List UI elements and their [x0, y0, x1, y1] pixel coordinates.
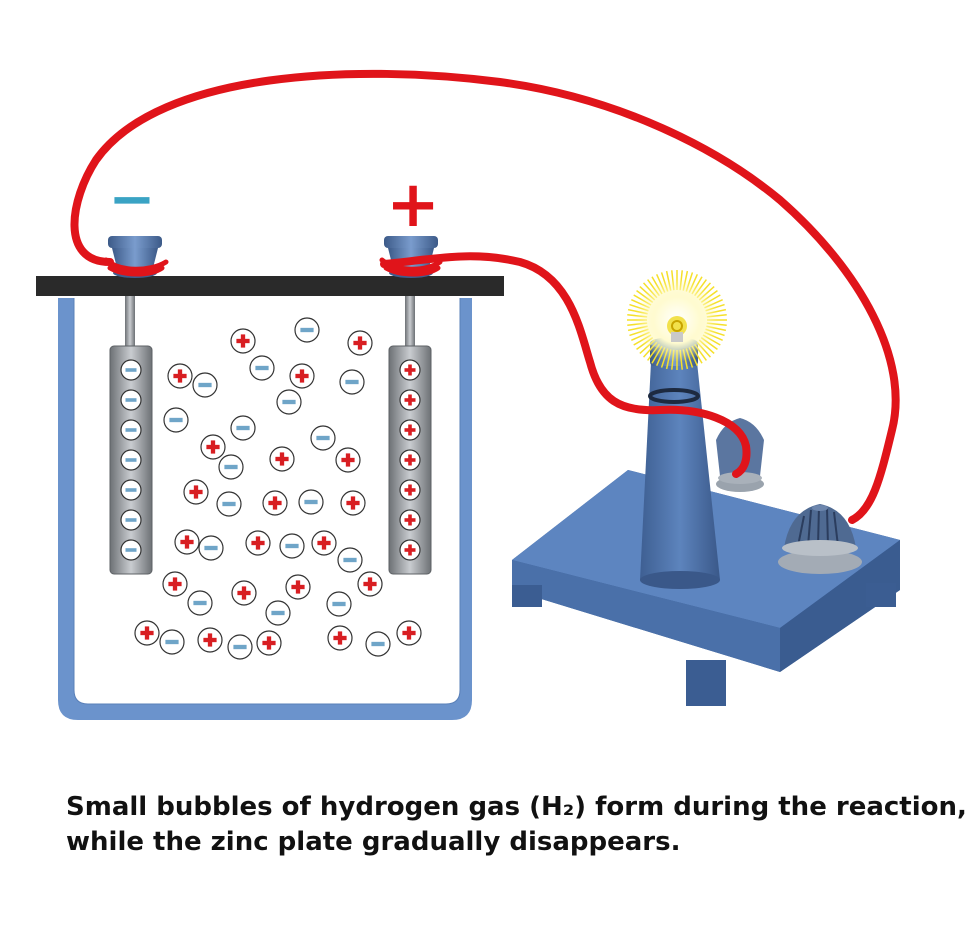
negative-rod: [125, 296, 135, 352]
negative-ion: [227, 634, 253, 660]
positive-ion: [327, 625, 353, 651]
positive-ion: [340, 490, 366, 516]
positive-ion: [256, 630, 282, 656]
negative-ion: [216, 491, 242, 517]
positive-ion: [399, 419, 421, 441]
terminal-screw-left: [716, 418, 764, 492]
electrochemical-cell-diagram: − +: [0, 40, 937, 745]
negative-ion: [192, 372, 218, 398]
positive-ion: [289, 363, 315, 389]
negative-ion: [339, 369, 365, 395]
positive-ion: [245, 530, 271, 556]
positive-ion: [399, 539, 421, 561]
positive-ion: [311, 530, 337, 556]
positive-ion: [262, 490, 288, 516]
positive-ion: [230, 328, 256, 354]
positive-rod: [405, 296, 415, 352]
negative-ion: [120, 389, 142, 411]
positive-ion: [231, 580, 257, 606]
negative-ion: [159, 629, 185, 655]
caption-line-1: Small bubbles of hydrogen gas (H₂) form …: [66, 792, 967, 822]
copper-plate-ions: [399, 359, 421, 561]
zinc-plate-ions: [120, 359, 142, 561]
negative-ion: [120, 479, 142, 501]
positive-label: +: [386, 168, 440, 242]
light-bulb-icon: [627, 270, 727, 370]
negative-ion: [187, 590, 213, 616]
positive-ion: [399, 509, 421, 531]
positive-ion: [285, 574, 311, 600]
wire-wrap-negative: [103, 257, 169, 277]
negative-label: −: [109, 167, 156, 232]
negative-ion: [230, 415, 256, 441]
negative-ion: [249, 355, 275, 381]
positive-ion: [197, 627, 223, 653]
negative-ion: [326, 591, 352, 617]
positive-ion: [183, 479, 209, 505]
negative-ion: [163, 407, 189, 433]
negative-ion: [294, 317, 320, 343]
negative-ion: [265, 600, 291, 626]
negative-ion: [198, 535, 224, 561]
positive-ion: [174, 529, 200, 555]
negative-ion: [298, 489, 324, 515]
positive-ion: [396, 620, 422, 646]
wire-wrap-positive: [379, 257, 443, 277]
wire-negative: [70, 69, 900, 524]
positive-ion: [399, 449, 421, 471]
negative-ion: [120, 509, 142, 531]
negative-ion: [276, 389, 302, 415]
positive-ion: [269, 446, 295, 472]
negative-ion: [365, 631, 391, 657]
positive-ion: [399, 359, 421, 381]
positive-ion: [167, 363, 193, 389]
positive-ion: [162, 571, 188, 597]
positive-ion: [399, 479, 421, 501]
negative-ion: [120, 449, 142, 471]
positive-ion: [347, 330, 373, 356]
solution-ions: [134, 317, 422, 660]
positive-ion: [357, 571, 383, 597]
negative-ion: [279, 533, 305, 559]
negative-ion: [310, 425, 336, 451]
negative-ion: [337, 547, 363, 573]
negative-ion: [120, 359, 142, 381]
positive-ion: [200, 434, 226, 460]
wire-positive: [380, 252, 751, 478]
negative-ion: [120, 539, 142, 561]
beaker-lid: [36, 276, 504, 296]
terminal-screw-icon: [778, 504, 862, 574]
caption: Small bubbles of hydrogen gas (H₂) form …: [66, 790, 967, 860]
lamp-tower: [640, 337, 720, 589]
positive-ion: [399, 389, 421, 411]
negative-ion: [120, 419, 142, 441]
beaker-outline: [73, 298, 461, 705]
positive-ion: [134, 620, 160, 646]
caption-line-2: while the zinc plate gradually disappear…: [66, 827, 681, 857]
positive-ion: [335, 447, 361, 473]
negative-ion: [218, 454, 244, 480]
